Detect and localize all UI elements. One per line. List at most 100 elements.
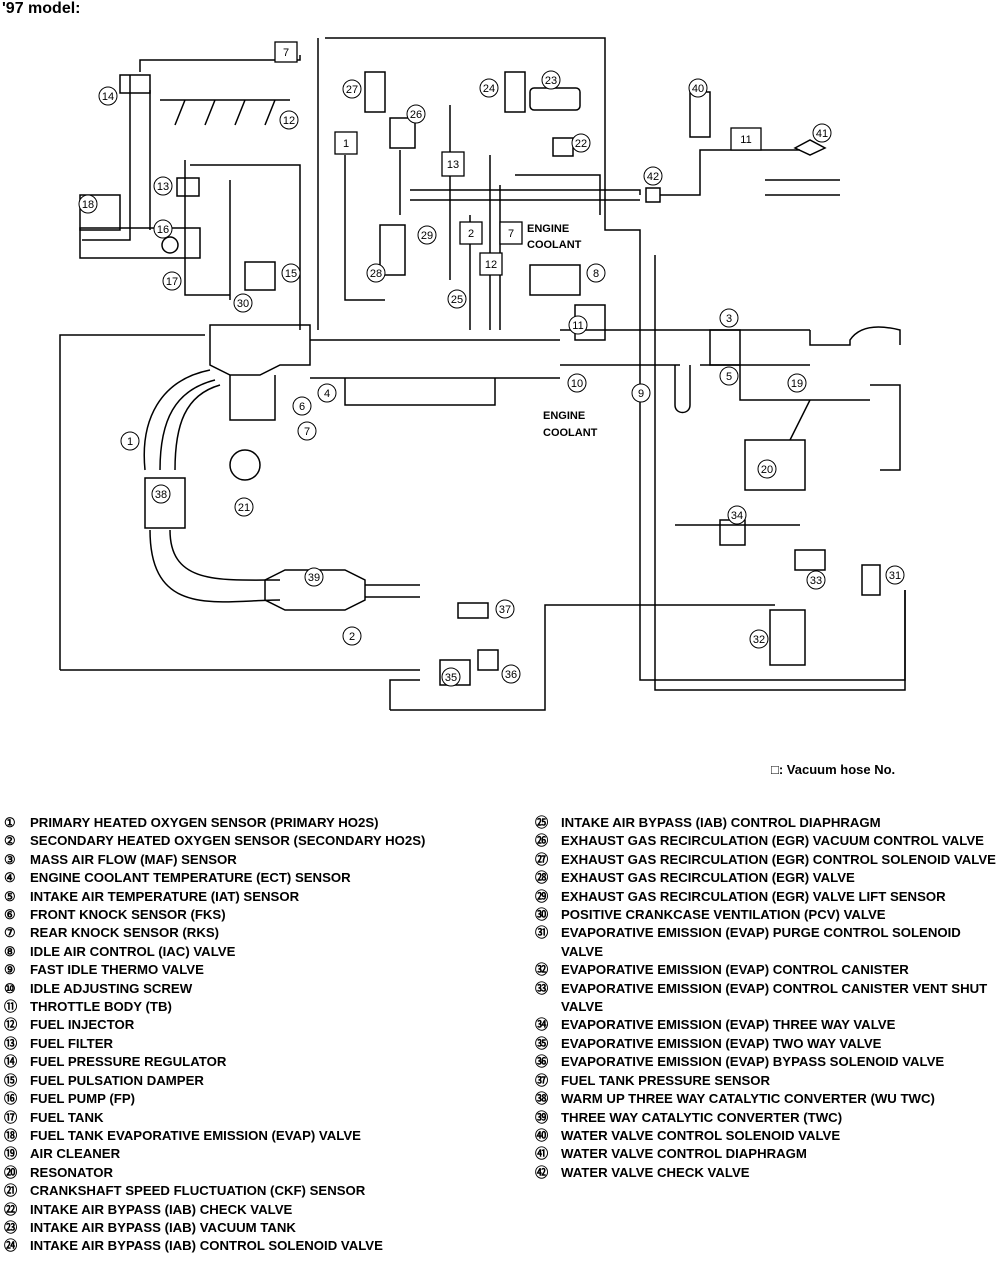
legend-item: ⑩ IDLE ADJUSTING SCREW [4,980,504,998]
callout-number: 15 [285,268,297,280]
legend-number: ⑪ [4,999,18,1015]
legend-text: POSITIVE CRANKCASE VENTILATION (PCV) VAL… [561,907,886,923]
vacuum-hose [184,160,230,296]
engine-coolant-label: ENGINE [543,410,585,422]
callout-circle [153,176,173,196]
exhaust-pipe [169,529,281,581]
callout-number: 11 [572,320,583,332]
callout-circle [366,263,386,283]
egr-solenoid [364,71,386,113]
pressure-sensor [457,602,489,619]
callout-circle [297,421,317,441]
legend-number: ⑩ [4,980,16,996]
legend-item: ㉖ EXHAUST GAS RECIRCULATION (EGR) VACUUM … [535,832,1000,850]
callout-number: 42 [647,171,659,183]
iab-vacuum-tank [529,87,581,111]
resonator-tube [789,399,811,441]
vent-shut-valve [794,549,826,571]
vacuum-hose-diagram: 7 1 13 11 2 7 12 ENGINE COOLANT ENGINE C… [59,37,906,711]
hose-number-box [479,252,503,276]
legend-number: ㊶ [535,1146,549,1162]
legend-text: FUEL PRESSURE REGULATOR [30,1054,227,1070]
purge-solenoid [861,564,881,596]
callout-circle [688,78,708,98]
callout-circle [98,86,118,106]
legend-number: ⑤ [4,888,16,904]
legend-text: FUEL FILTER [30,1035,114,1051]
legend-number: ⑧ [4,943,16,959]
hose-number: 2 [468,228,474,240]
legend-item: ㊶ WATER VALVE CONTROL DIAPHRAGM [535,1145,1000,1163]
legend-text: INTAKE AIR BYPASS (IAB) CONTROL DIAPHRAG… [561,815,881,830]
hose-number: 11 [740,134,751,146]
intake-pipe [344,378,496,406]
vacuum-hose [410,189,641,195]
evap-hose [389,679,420,710]
legend-number: ㉕ [535,815,549,830]
legend-number: ㉝ [535,980,549,996]
legend-number: ⑬ [4,1035,18,1051]
legend-text: WATER VALVE CONTROL DIAPHRAGM [561,1146,807,1162]
legend-text: EXHAUST GAS RECIRCULATION (EGR) CONTROL … [561,851,996,867]
callout-circle [631,383,651,403]
legend-number: ③ [4,851,16,867]
callout-circle [78,194,98,214]
fuel-pressure-regulator [119,74,151,94]
callout-circle [586,263,606,283]
callout-number: 30 [237,298,249,310]
callout-circle [317,383,337,403]
legend-text: INTAKE AIR BYPASS (IAB) VACUUM TANK [30,1219,296,1235]
callout-number: 25 [451,294,463,306]
legend-number: ㉓ [4,1219,18,1235]
hose-number: 7 [508,228,514,240]
callout-number: 7 [304,426,310,438]
engine-block [209,324,311,376]
legend-number: ② [4,833,16,849]
legend-text: IDLE ADJUSTING SCREW [30,980,193,996]
callout-circle [304,567,324,587]
legend-text: EXHAUST GAS RECIRCULATION (EGR) VACUUM C… [561,833,984,849]
legend-text: INTAKE AIR BYPASS (IAB) CHECK VALVE [30,1201,293,1217]
callout-number: 13 [157,181,169,193]
callout-circle [643,166,663,186]
air-cleaner [739,365,810,401]
page-title: '97 model: [2,0,81,17]
callout-circle [719,308,739,328]
callout-number: 28 [370,268,382,280]
fuel-return-hose [82,75,131,241]
legend-text: FUEL PULSATION DAMPER [30,1072,204,1088]
crankshaft-pulley [229,449,261,481]
hose-number-box [459,221,483,245]
legend-text: WARM UP THREE WAY CATALYTIC CONVERTER (W… [561,1091,935,1107]
callout-circle [885,565,905,585]
evap-hose [390,604,775,711]
callout-circle [727,505,747,525]
legend-number: ⑲ [4,1146,18,1162]
heater-hose [765,179,840,196]
legend-number: ㉖ [535,833,549,849]
hose-number-box [499,221,523,245]
legend-text: EXHAUST GAS RECIRCULATION (EGR) VALVE [561,870,855,886]
legend-text: REAR KNOCK SENSOR (RKS) [30,925,220,941]
duct-elbow [674,365,691,414]
callout-circle [279,110,299,130]
legend-text: FRONT KNOCK SENSOR (FKS) [30,907,226,923]
iab-solenoid [504,71,526,113]
legend-number: ㉞ [535,1017,549,1033]
bypass-solenoid [477,649,499,671]
callout-circle [342,79,362,99]
callout-circle [447,289,467,309]
